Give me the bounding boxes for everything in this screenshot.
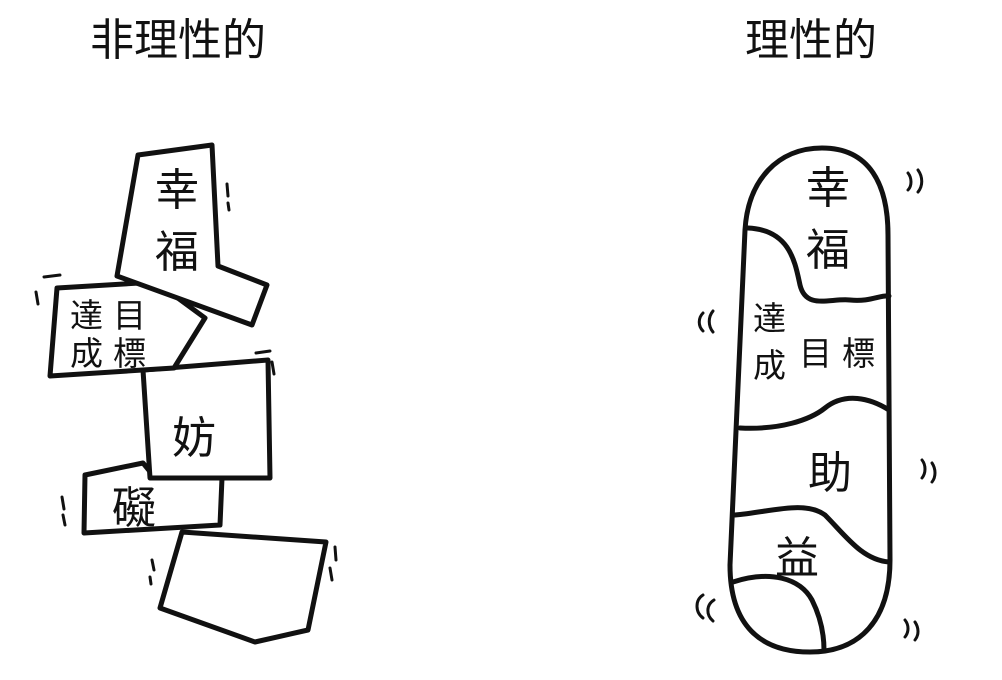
- goal-char-4: 標: [113, 334, 146, 373]
- happiness-block: [114, 142, 270, 328]
- divider-3: [732, 505, 892, 565]
- empty-block: [157, 529, 329, 645]
- rational-goal-char-2: 成: [753, 346, 786, 385]
- rational-happiness-char-2: 福: [806, 225, 850, 276]
- goal-char-2: 目: [113, 296, 146, 335]
- goal-char-1: 達: [70, 296, 103, 335]
- divider-1: [745, 225, 892, 304]
- divider-2: [737, 395, 892, 431]
- rational-benefit-char-1: 助: [808, 448, 852, 499]
- left-heading: 非理性的: [90, 15, 266, 66]
- obstacle-char-1: 妨: [172, 413, 216, 464]
- happiness-char-1: 幸: [155, 165, 199, 216]
- vibration-marks-right: [695, 168, 937, 642]
- rational-goal-char-1: 達: [753, 299, 786, 338]
- happiness-char-2: 福: [155, 227, 199, 278]
- capsule-outline: [727, 145, 893, 655]
- right-heading: 理性的: [745, 15, 877, 66]
- divider-4: [730, 573, 827, 653]
- rational-goal-char-4: 標: [842, 334, 875, 373]
- goal-char-3: 成: [70, 334, 103, 373]
- wobble-marks-left: [34, 182, 338, 586]
- rational-goal-char-3: 目: [799, 334, 832, 373]
- obstacle-block-upper: [140, 357, 273, 481]
- rational-happiness-char-1: 幸: [806, 163, 850, 214]
- obstacle-char-2: 礙: [112, 483, 156, 534]
- rational-capsule: 幸 福 達 成 目 標 助 益: [695, 145, 937, 655]
- irrational-stack: 幸 福 達 目 成 標 妨 礙: [34, 142, 338, 645]
- rational-benefit-char-2: 益: [775, 533, 819, 584]
